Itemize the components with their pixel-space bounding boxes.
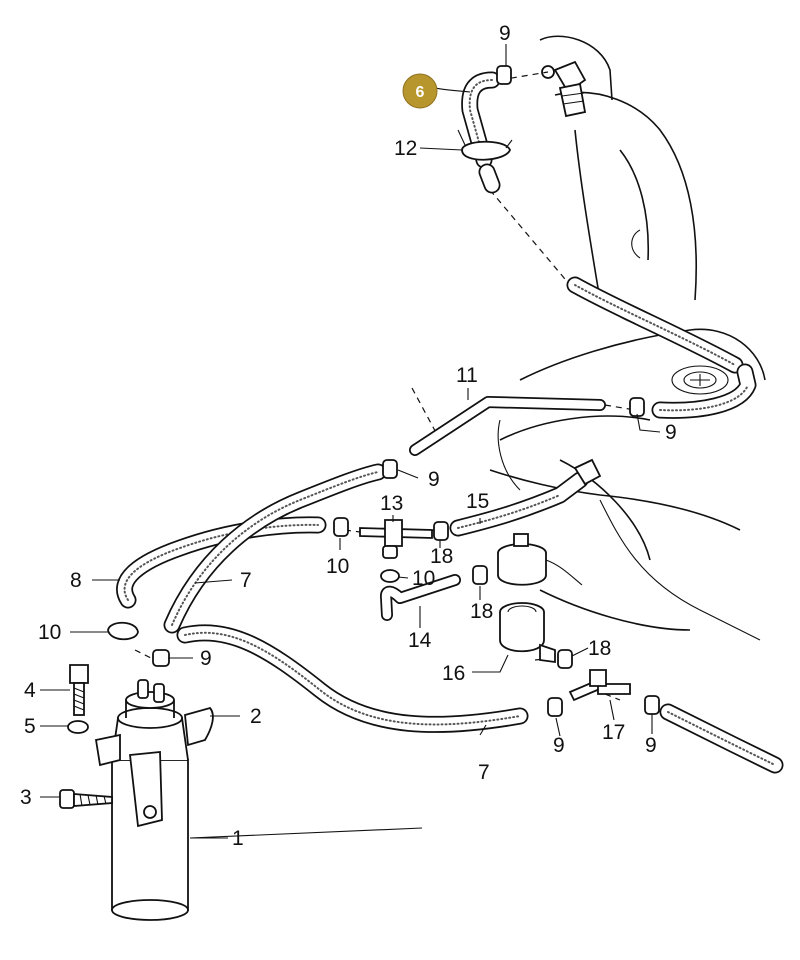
canister <box>59 664 214 921</box>
callout-18: 18 <box>470 600 493 623</box>
part-6-badge[interactable]: 6 <box>402 73 438 109</box>
callout-7: 7 <box>240 569 252 592</box>
callout-10: 10 <box>412 567 435 590</box>
callout-9: 9 <box>665 421 677 444</box>
callout-12: 12 <box>394 137 417 160</box>
callout-13: 13 <box>380 492 403 515</box>
callout-8: 8 <box>70 569 82 592</box>
small-parts <box>107 65 660 717</box>
callout-9: 9 <box>553 734 565 757</box>
badge-label[interactable]: 6 <box>416 84 425 101</box>
callout-9: 9 <box>428 468 440 491</box>
callout-2: 2 <box>250 705 262 728</box>
callout-7: 7 <box>478 761 490 784</box>
callout-15: 15 <box>466 490 489 513</box>
callout-11: 11 <box>456 364 478 387</box>
callout-9: 9 <box>200 647 212 670</box>
callout-17: 17 <box>602 721 625 744</box>
hoses <box>116 71 784 774</box>
callout-9: 9 <box>499 22 511 45</box>
callout-18: 18 <box>588 637 611 660</box>
callout-10: 10 <box>326 555 349 578</box>
callout-5: 5 <box>24 715 36 738</box>
callout-14: 14 <box>408 629 432 652</box>
callout-1: 1 <box>232 827 244 850</box>
callout-18: 18 <box>430 545 453 568</box>
callout-16: 16 <box>442 662 465 685</box>
callout-10: 10 <box>38 621 61 644</box>
callout-9: 9 <box>645 734 657 757</box>
callout-labels: 1 2 3 4 5 7 7 8 9 9 9 9 9 9 10 10 10 11 … <box>20 22 677 850</box>
callout-3: 3 <box>20 786 32 809</box>
badge-circle[interactable] <box>402 73 438 109</box>
callout-4: 4 <box>24 679 36 702</box>
